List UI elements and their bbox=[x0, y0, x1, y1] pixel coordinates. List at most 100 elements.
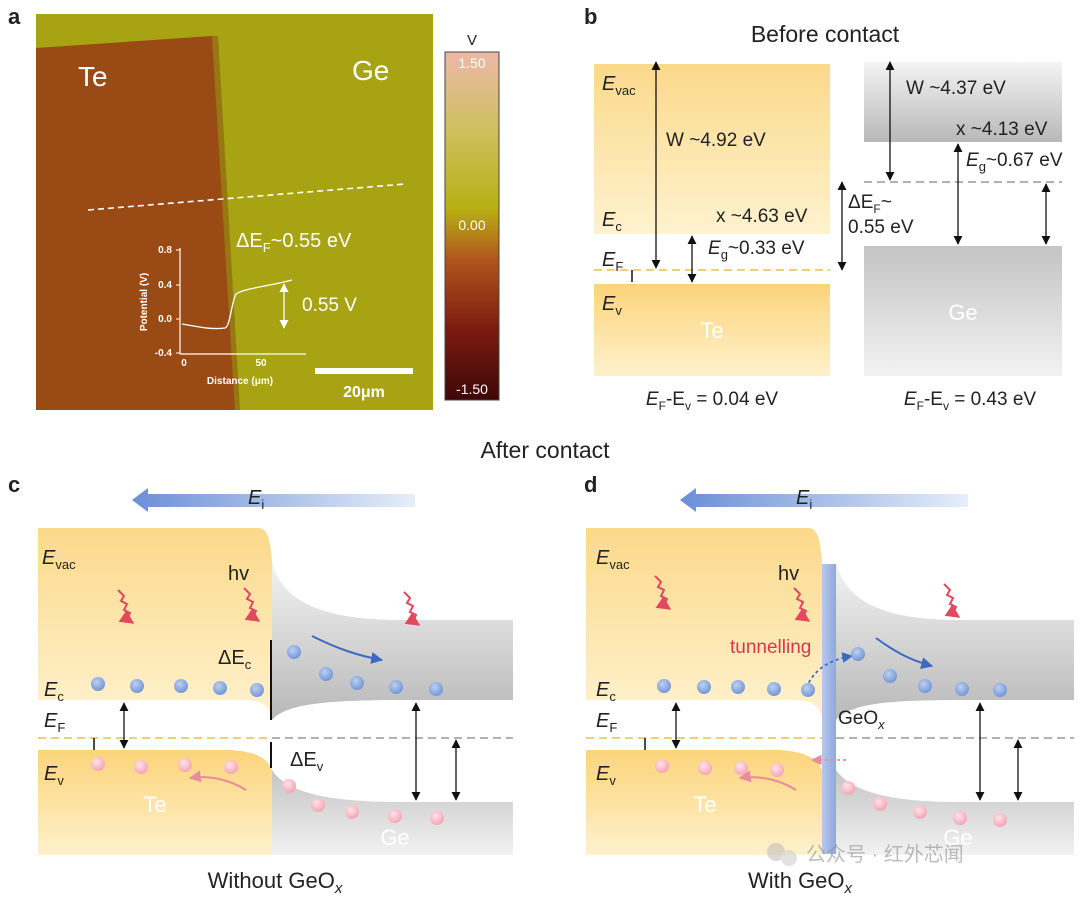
ef-label-c: EF bbox=[44, 710, 65, 735]
te-ef-ev: EF-Ev = 0.04 eV bbox=[646, 389, 779, 413]
potential-inset: 0.8 0.4 0.0 -0.4 0 50 Distance (μm) Pote… bbox=[139, 245, 357, 387]
delta-ev-label: ΔEv bbox=[290, 749, 324, 774]
colorbar-zero: 0.00 bbox=[458, 217, 485, 233]
te-ev-label: Ev bbox=[602, 293, 622, 318]
scale-bar bbox=[315, 368, 413, 374]
te-cb-region-d bbox=[586, 528, 822, 720]
ec-label-c: Ec bbox=[44, 679, 64, 704]
hv-label-d: hv bbox=[778, 563, 799, 585]
delta-ec-label: ΔEc bbox=[218, 647, 252, 672]
te-label: Te bbox=[78, 61, 108, 92]
ev-label-d: Ev bbox=[596, 763, 616, 788]
delta-ef-label: ΔEF~0.55 eV bbox=[236, 230, 352, 255]
electrons-c bbox=[91, 645, 443, 697]
watermark: 公众号 · 红外芯闻 bbox=[767, 843, 964, 866]
colorbar-min: -1.50 bbox=[456, 381, 488, 397]
scale-bar-label: 20μm bbox=[343, 384, 385, 401]
panel-b-letter: b bbox=[584, 4, 597, 29]
ge-cb-region-c bbox=[272, 560, 513, 720]
ge-name: Ge bbox=[948, 300, 977, 325]
delta-ef-before: ΔEF~ bbox=[848, 192, 892, 216]
before-contact-title: Before contact bbox=[751, 21, 900, 47]
holes-d bbox=[655, 759, 1007, 827]
te-electron-affinity: x ~4.63 eV bbox=[716, 206, 808, 227]
te-vb-region-d bbox=[586, 750, 822, 855]
geox-layer bbox=[822, 564, 836, 854]
field-label-c: Ei bbox=[248, 487, 264, 512]
ge-ef-ev: EF-Ev = 0.43 eV bbox=[904, 389, 1037, 413]
te-name: Te bbox=[700, 318, 723, 343]
svg-text:0.8: 0.8 bbox=[158, 245, 172, 256]
ec-label-d: Ec bbox=[596, 679, 616, 704]
te-conduction-region bbox=[594, 64, 830, 234]
panel-d: d Ei Evac hv tunnelling Ec EF Ev GeOx bbox=[584, 472, 1074, 897]
ge-conduction-region bbox=[864, 62, 1062, 142]
ge-label-c: Ge bbox=[380, 825, 409, 850]
ge-work-function: W ~4.37 eV bbox=[906, 78, 1006, 99]
svg-text:0.4: 0.4 bbox=[158, 280, 172, 291]
ge-vb-region-d bbox=[836, 770, 1074, 855]
ge-label: Ge bbox=[352, 55, 389, 86]
photon-icon bbox=[793, 587, 811, 622]
colorbar-unit: V bbox=[467, 32, 477, 49]
te-label-c: Te bbox=[143, 792, 166, 817]
te-label-d: Te bbox=[693, 792, 716, 817]
te-bandgap: Eg~0.33 eV bbox=[708, 238, 805, 262]
photon-icon bbox=[943, 583, 961, 618]
ef-label-d: EF bbox=[596, 710, 617, 735]
ev-label-c: Ev bbox=[44, 763, 64, 788]
inset-ylabel: Potential (V) bbox=[139, 273, 150, 331]
evac-label-c: Evac bbox=[42, 547, 76, 572]
panel-a-letter: a bbox=[8, 4, 21, 29]
te-ef-label: EF bbox=[602, 249, 623, 274]
colorbar-max: 1.50 bbox=[458, 55, 485, 71]
evac-label-d: Evac bbox=[596, 547, 630, 572]
panel-d-letter: d bbox=[584, 472, 597, 497]
field-arrow-d bbox=[680, 488, 968, 512]
svg-text:0.0: 0.0 bbox=[158, 314, 172, 325]
wechat-icon bbox=[767, 843, 785, 861]
electron-flow-arrow bbox=[875, 637, 934, 669]
electron-flow-arrow bbox=[311, 635, 384, 664]
te-evac-label: Evac bbox=[602, 73, 636, 98]
photon-icon bbox=[654, 575, 672, 610]
field-label-d: Ei bbox=[796, 487, 812, 512]
ge-bandgap: Eg~0.67 eV bbox=[966, 150, 1063, 174]
hole-flow-arrow bbox=[188, 770, 247, 791]
delta-ef-before-value: 0.55 eV bbox=[848, 217, 914, 238]
after-contact-title: After contact bbox=[480, 437, 610, 463]
electrons-d bbox=[657, 647, 1007, 697]
colorbar bbox=[444, 51, 500, 401]
inset-xlabel: Distance (μm) bbox=[207, 376, 273, 387]
photon-icon bbox=[243, 587, 261, 622]
te-cb-region-c bbox=[38, 528, 272, 720]
panel-b: b Before contact Evac W ~4.92 eV Ec x ~4… bbox=[584, 4, 1063, 413]
caption-d: With GeOx bbox=[748, 868, 853, 897]
field-arrow-c bbox=[132, 488, 415, 512]
te-ec-label: Ec bbox=[602, 209, 622, 234]
svg-text:0: 0 bbox=[181, 358, 187, 369]
watermark-text: 公众号 · 红外芯闻 bbox=[806, 843, 964, 866]
ge-valence-region bbox=[864, 246, 1062, 376]
te-flake-region bbox=[36, 14, 235, 410]
te-vb-region-c bbox=[38, 750, 272, 855]
panel-a: a Te Ge ΔEF~0.55 eV 0.8 0.4 0.0 -0.4 0 5… bbox=[8, 4, 500, 410]
tunnelling-label: tunnelling bbox=[730, 637, 811, 658]
ge-label-d: Ge bbox=[943, 825, 972, 850]
svg-text:-0.4: -0.4 bbox=[155, 348, 173, 359]
hole-flow-arrow bbox=[738, 770, 797, 791]
hv-label-c: hv bbox=[228, 563, 249, 585]
line-scan-path bbox=[87, 183, 406, 211]
te-work-function: W ~4.92 eV bbox=[666, 130, 766, 151]
photon-icon bbox=[117, 589, 135, 624]
ge-electron-affinity: x ~4.13 eV bbox=[956, 119, 1048, 140]
photon-icon bbox=[403, 591, 421, 626]
ge-cb-region-d bbox=[836, 560, 1074, 720]
potential-profile-line bbox=[181, 279, 293, 330]
holes-c bbox=[91, 757, 444, 825]
panel-c-letter: c bbox=[8, 472, 20, 497]
caption-c: Without GeOx bbox=[208, 868, 343, 897]
svg-text:50: 50 bbox=[255, 358, 267, 369]
te-valence-region bbox=[594, 284, 830, 376]
